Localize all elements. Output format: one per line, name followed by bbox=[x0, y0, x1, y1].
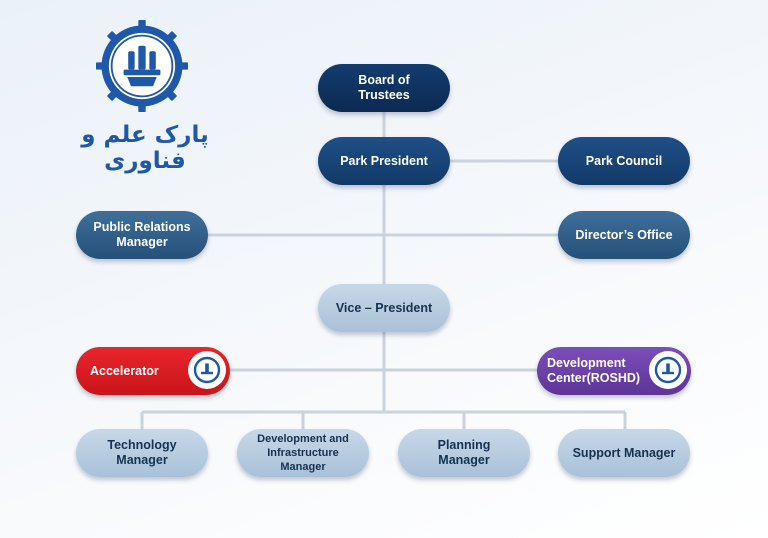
vice-president-node[interactable]: Vice – President bbox=[318, 284, 450, 332]
planning-manager-node[interactable]: Planning Manager bbox=[398, 429, 530, 477]
directors-office-node[interactable]: Director’s Office bbox=[558, 211, 690, 259]
development-infrastructure-node[interactable]: Development and Infrastructure Manager bbox=[237, 429, 369, 477]
university-seal-icon bbox=[188, 351, 226, 389]
university-logo-icon bbox=[96, 20, 188, 112]
public-relations-node[interactable]: Public Relations Manager bbox=[76, 211, 208, 259]
technology-manager-node[interactable]: Technology Manager bbox=[76, 429, 208, 477]
accelerator-label: Accelerator bbox=[90, 363, 159, 378]
park-council-node[interactable]: Park Council bbox=[558, 137, 690, 185]
accelerator-node[interactable]: Accelerator bbox=[76, 347, 230, 395]
board-of-trustees-node[interactable]: Board of Trustees bbox=[318, 64, 450, 112]
support-manager-node[interactable]: Support Manager bbox=[558, 429, 690, 477]
development-center-label: Development Center(ROSHD) bbox=[547, 356, 641, 385]
park-president-node[interactable]: Park President bbox=[318, 137, 450, 185]
logo-text: پارک علم و فناوری bbox=[81, 122, 209, 174]
university-seal-icon bbox=[649, 351, 687, 389]
development-center-node[interactable]: Development Center(ROSHD) bbox=[537, 347, 691, 395]
